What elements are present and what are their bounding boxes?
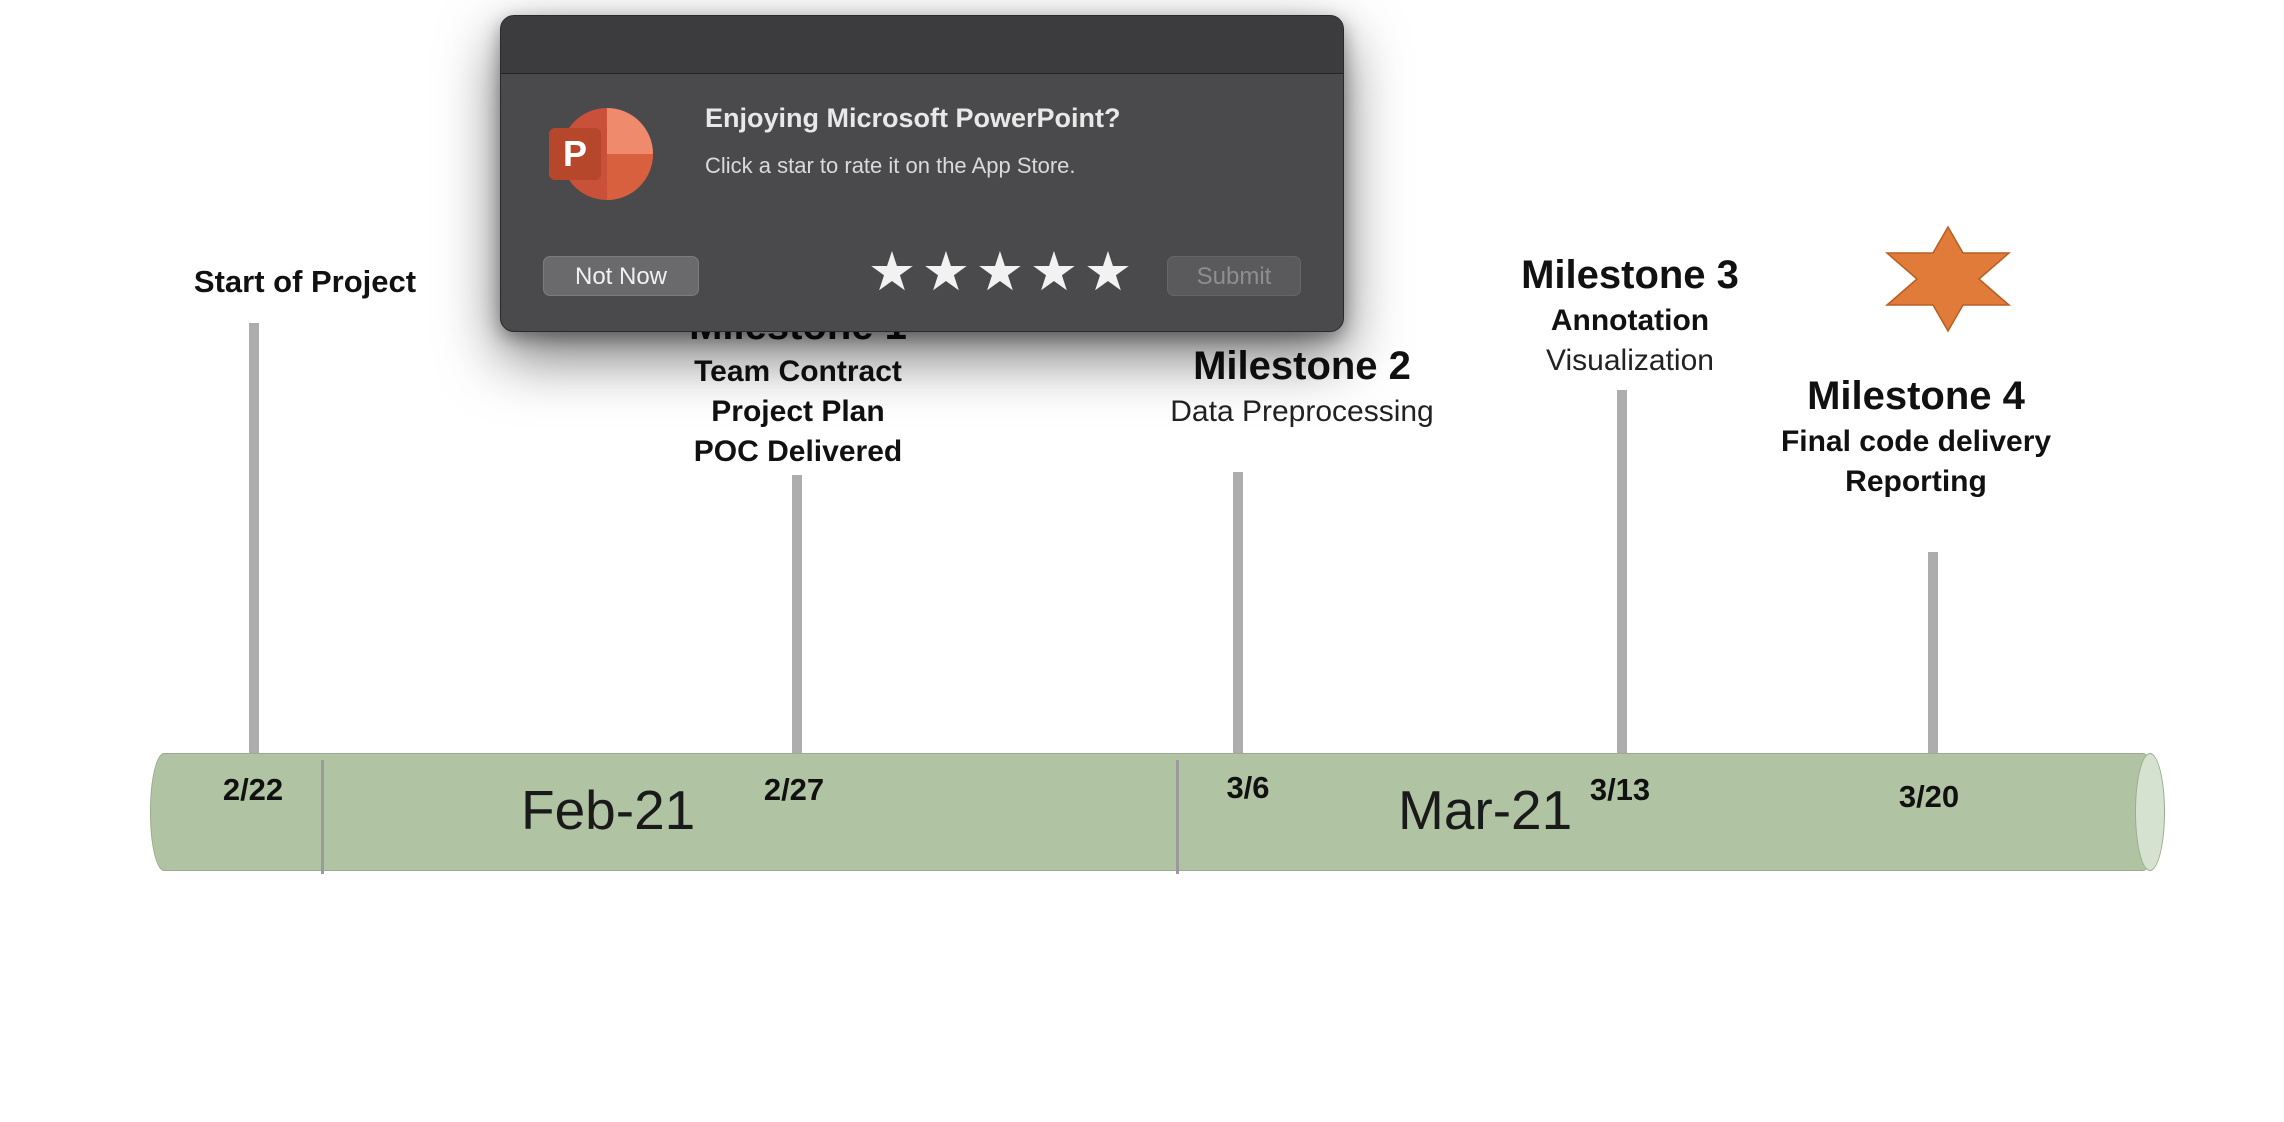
milestone-line: Data Preprocessing (1170, 395, 1434, 428)
submit-button[interactable]: Submit (1167, 256, 1301, 296)
date-label: 3/13 (1589, 772, 1651, 807)
milestone-line: Project Plan (711, 395, 885, 428)
app-icon-letter: P (563, 133, 587, 174)
milestone-line: Annotation (1550, 304, 1710, 337)
rating-star-4-icon[interactable]: ★ (1029, 242, 1079, 302)
dialog-message: Click a star to rate it on the App Store… (705, 153, 1076, 178)
start-of-project-label: Start of Project (193, 264, 417, 299)
month-label-mar: Mar-21 (1398, 779, 1573, 841)
month-divider-feb (321, 760, 324, 874)
pole-milestone-4 (1928, 552, 1938, 755)
date-label: 3/20 (1898, 779, 1960, 814)
pole-start (249, 323, 259, 756)
timeline-bar-end-cap (2135, 753, 2165, 871)
rate-app-dialog: P Enjoying Microsoft PowerPoint? Click a… (500, 15, 1344, 332)
pole-milestone-2 (1233, 472, 1243, 755)
dialog-title: Enjoying Microsoft PowerPoint? (705, 103, 1121, 133)
star-rating: ★ ★ ★ ★ ★ (867, 244, 1133, 304)
date-label: 2/22 (222, 772, 284, 807)
rating-star-5-icon[interactable]: ★ (1083, 242, 1133, 302)
pole-milestone-1 (792, 475, 802, 758)
milestone-title: Milestone 2 (1193, 344, 1411, 388)
milestone-2-label: Milestone 2 Data Preprocessing (1170, 340, 1433, 432)
rating-star-2-icon[interactable]: ★ (921, 242, 971, 302)
pole-milestone-3 (1617, 390, 1627, 755)
milestone-line: Visualization (1546, 344, 1714, 377)
month-label-feb: Feb-21 (521, 779, 696, 841)
milestone-line: Final code delivery (1780, 425, 2052, 458)
date-label: 3/6 (1226, 770, 1270, 805)
milestone-line: Team Contract (694, 355, 902, 388)
milestone-3-label: Milestone 3 Annotation Visualization (1521, 249, 1739, 381)
milestone-line: POC Delivered (693, 435, 903, 468)
milestone-4-label: Milestone 4 Final code delivery Reportin… (1781, 370, 2051, 502)
six-point-star-icon (1885, 225, 2011, 333)
timeline-bar (150, 753, 2157, 871)
month-divider-mar (1176, 760, 1179, 874)
powerpoint-app-icon: P (549, 108, 653, 200)
milestone-line: Reporting (1845, 465, 1987, 498)
rating-star-3-icon[interactable]: ★ (975, 242, 1025, 302)
rating-star-1-icon[interactable]: ★ (867, 242, 917, 302)
milestone-title: Milestone 3 (1521, 253, 1739, 297)
date-label: 2/27 (763, 772, 825, 807)
not-now-button[interactable]: Not Now (543, 256, 699, 296)
milestone-title: Milestone 4 (1807, 374, 2025, 418)
dialog-titlebar[interactable] (501, 16, 1343, 74)
